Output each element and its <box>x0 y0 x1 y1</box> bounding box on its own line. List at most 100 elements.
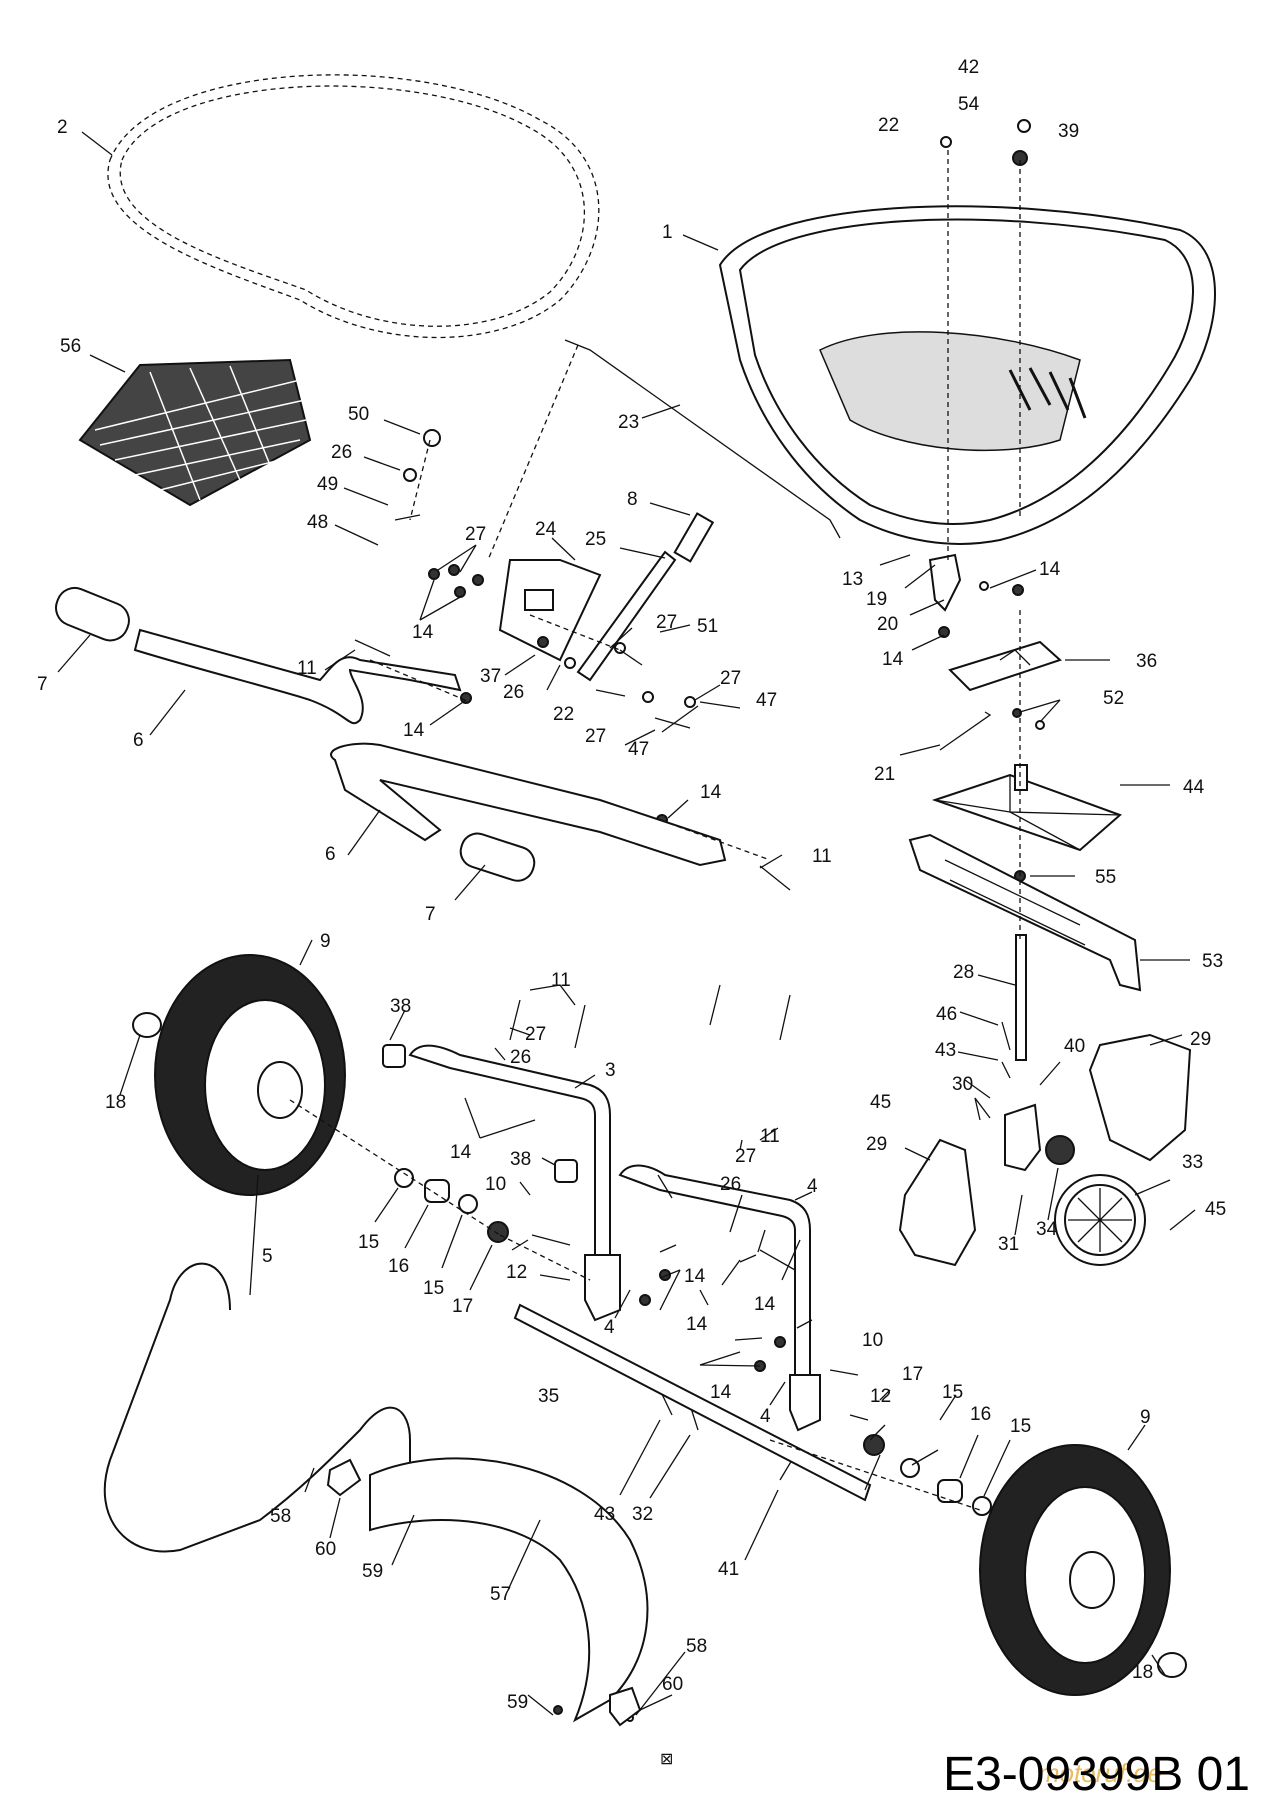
callout-3: 3 <box>605 1060 616 1081</box>
end-cap-right-part <box>554 1159 578 1183</box>
callout-4c: 4 <box>760 1406 771 1427</box>
wheel-right-part <box>979 1444 1171 1696</box>
deflector-part <box>931 764 1122 852</box>
callout-13: 13 <box>842 569 863 590</box>
callout-38a: 38 <box>390 996 411 1017</box>
callout-35: 35 <box>538 1386 559 1407</box>
hopper-screen-part <box>78 358 312 507</box>
control-bracket-part <box>498 559 602 662</box>
callout-59b: 59 <box>507 1692 528 1713</box>
callout-7b: 7 <box>425 904 436 925</box>
callout-27a: 27 <box>465 524 486 545</box>
gearbox-cover-lower-part <box>898 1138 977 1267</box>
callout-26d: 26 <box>720 1174 741 1195</box>
callout-60b: 60 <box>662 1674 683 1695</box>
callout-14i: 14 <box>754 1294 776 1315</box>
callout-11a: 11 <box>297 658 317 679</box>
callout-10a: 10 <box>485 1174 506 1195</box>
callout-51: 51 <box>697 616 718 637</box>
handle-grip-right-part <box>459 832 536 882</box>
callout-46: 46 <box>936 1004 957 1025</box>
callout-6b: 6 <box>325 844 336 865</box>
pinion-gear-part <box>1045 1135 1075 1165</box>
drive-gear-part <box>1054 1174 1146 1266</box>
callout-31: 31 <box>998 1234 1019 1255</box>
callout-27c: 27 <box>720 668 741 689</box>
callout-34: 34 <box>1036 1219 1058 1240</box>
callout-6a: 6 <box>133 730 144 751</box>
callout-36: 36 <box>1136 651 1157 672</box>
callout-2: 2 <box>57 117 68 138</box>
callout-33: 33 <box>1182 1152 1203 1173</box>
callout-14j: 14 <box>710 1382 732 1403</box>
callout-27d: 27 <box>585 726 606 747</box>
agitator-wire-part <box>939 711 992 751</box>
clamp-left-part <box>326 1458 362 1497</box>
callout-26c: 26 <box>510 1047 531 1068</box>
callout-14f: 14 <box>450 1142 472 1163</box>
callout-42: 42 <box>958 57 979 78</box>
shut-off-plate-part <box>948 640 1062 692</box>
callout-7a: 7 <box>37 674 48 695</box>
callout-14a: 14 <box>412 622 434 643</box>
callout-58b: 58 <box>686 1636 707 1657</box>
wheel-bushings-right-part <box>863 1434 992 1516</box>
callout-14b: 14 <box>403 720 425 741</box>
callout-27b: 27 <box>656 612 677 633</box>
callout-56: 56 <box>60 336 81 357</box>
callout-22b: 22 <box>553 704 574 725</box>
callout-22a: 22 <box>878 115 899 136</box>
callout-37: 37 <box>480 666 501 687</box>
callout-55: 55 <box>1095 867 1116 888</box>
gear-housing-part <box>1004 1103 1042 1172</box>
callout-47a: 47 <box>756 690 777 711</box>
callout-19: 19 <box>866 589 887 610</box>
callout-12a: 12 <box>506 1262 527 1283</box>
callout-53: 53 <box>1202 951 1223 972</box>
link-bracket-part <box>928 553 962 612</box>
frame-leg-left-part <box>408 1044 621 1322</box>
callout-14g: 14 <box>684 1266 706 1287</box>
callout-39: 39 <box>1058 121 1079 142</box>
callout-27e: 27 <box>525 1024 546 1045</box>
callout-8: 8 <box>627 489 638 510</box>
gearbox-cover-upper-part <box>1088 1033 1192 1162</box>
callout-15c: 15 <box>942 1382 963 1403</box>
callout-44: 44 <box>1183 777 1205 798</box>
callout-30: 30 <box>952 1074 973 1095</box>
callout-28: 28 <box>953 962 974 983</box>
callout-17b: 17 <box>902 1364 923 1385</box>
callout-15d: 15 <box>1010 1416 1031 1437</box>
hopper-cover-part <box>107 74 600 339</box>
callout-14h: 14 <box>686 1314 708 1335</box>
hub-cap-right-part <box>1157 1652 1187 1678</box>
callout-labels: 1 2 3 4 4 4 5 6 6 7 7 8 9 9 10 10 11 11 … <box>37 57 1226 1713</box>
callout-45a: 45 <box>870 1092 891 1113</box>
callout-43a: 43 <box>935 1040 956 1061</box>
callout-14c: 14 <box>700 782 722 803</box>
callout-15b: 15 <box>423 1278 444 1299</box>
callout-52: 52 <box>1103 688 1124 709</box>
callout-4a: 4 <box>604 1317 615 1338</box>
callout-60a: 60 <box>315 1539 336 1560</box>
callout-10b: 10 <box>862 1330 883 1351</box>
callout-12b: 12 <box>870 1386 891 1407</box>
callout-59a: 59 <box>362 1561 383 1582</box>
callout-11c: 11 <box>551 970 571 991</box>
assembly-guide-lines <box>289 150 1021 1511</box>
handle-upper-part <box>133 628 462 725</box>
handle-lower-part <box>330 742 727 867</box>
callout-11d: 11 <box>760 1126 780 1147</box>
stray-glyph: ⊠ <box>660 1749 673 1768</box>
callout-25: 25 <box>585 529 606 550</box>
gearbox-bracket-part <box>908 833 1142 992</box>
callout-27f: 27 <box>735 1146 756 1167</box>
hub-cap-left-part <box>132 1012 162 1038</box>
handle-grip-left-part <box>55 586 130 642</box>
callout-17a: 17 <box>452 1296 473 1317</box>
control-lever-part <box>576 512 715 682</box>
leg-stand-part <box>103 1262 411 1553</box>
callout-48: 48 <box>307 512 328 533</box>
callout-14e: 14 <box>882 649 904 670</box>
